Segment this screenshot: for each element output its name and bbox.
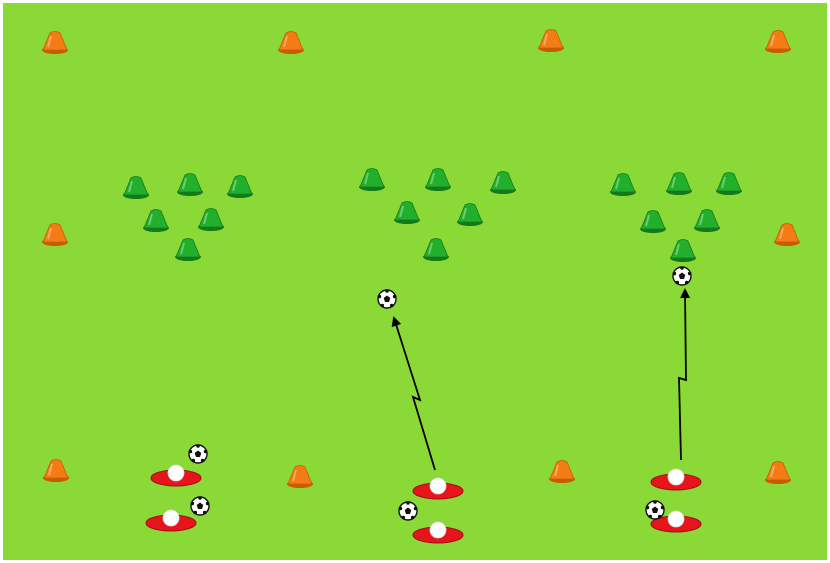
soccer-ball-icon bbox=[378, 289, 397, 308]
soccer-ball-icon bbox=[399, 501, 418, 520]
soccer-ball-icon bbox=[673, 266, 692, 285]
soccer-ball-icon bbox=[191, 496, 210, 515]
soccer-ball-icon bbox=[646, 500, 665, 519]
pitch-grass bbox=[3, 3, 827, 560]
soccer-ball-icon bbox=[189, 444, 208, 463]
